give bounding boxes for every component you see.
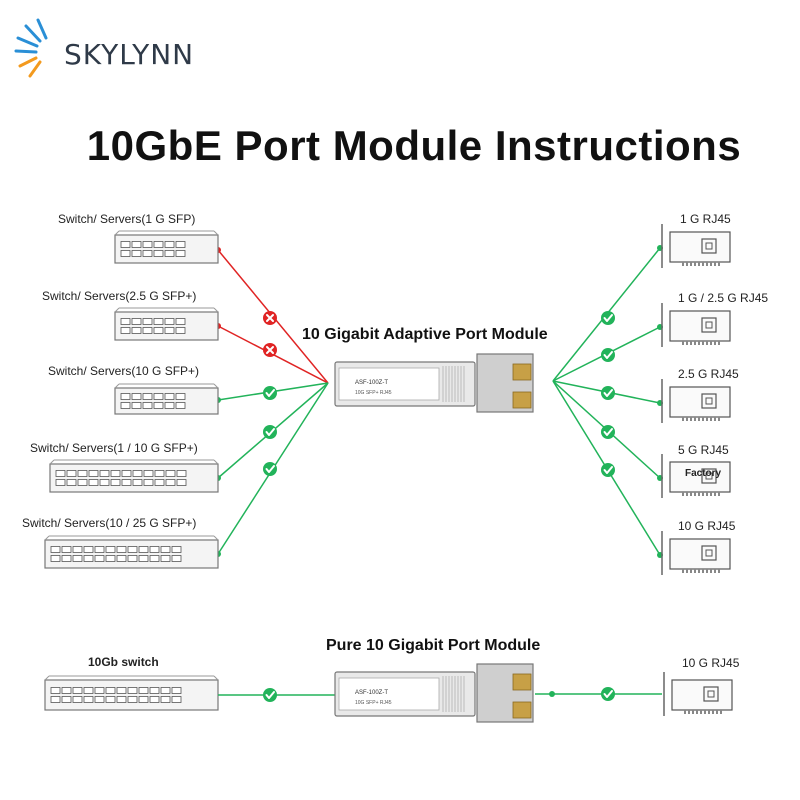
pure-right-label: 10 G RJ45 (682, 656, 740, 670)
check-icon (601, 425, 615, 439)
check-icon (263, 462, 277, 476)
check-icon (601, 386, 615, 400)
right-nic-label-1g: 1 G RJ45 (680, 212, 731, 226)
left-device-label-1g: Switch/ Servers(1 G SFP) (58, 212, 196, 226)
right-nic-card-3 (661, 454, 731, 498)
pure-right-nic-card (663, 672, 733, 716)
left-device-label-10-25g: Switch/ Servers(10 / 25 G SFP+) (22, 516, 197, 530)
right-nic-card-0 (661, 224, 731, 268)
skylynn-logo-icon (14, 18, 48, 78)
left-device-label-2-5g: Switch/ Servers(2.5 G SFP+) (42, 289, 197, 303)
pure-left-label: 10Gb switch (88, 655, 159, 669)
left-device-label-1-10g: Switch/ Servers(1 / 10 G SFP+) (30, 441, 198, 455)
module-sub-text: 10G SFP+ RJ45 (355, 700, 392, 706)
pure-link-dot (549, 691, 555, 697)
brand-name: SKYLYNN (64, 38, 195, 71)
pure-left-switch (44, 675, 219, 711)
right-nic-card-4 (661, 531, 731, 575)
adaptive-module-heading: 10 Gigabit Adaptive Port Module (302, 326, 548, 343)
right-nic-label-1-2-5g: 1 G / 2.5 G RJ45 (678, 291, 769, 305)
right-nic-card-1 (661, 303, 731, 347)
pure-sfp-module: ASF-100Z-T 10G SFP+ RJ45 (334, 663, 534, 723)
check-icon (263, 386, 277, 400)
check-icon (601, 311, 615, 325)
module-sub-text: 10G SFP+ RJ45 (355, 390, 392, 396)
check-icon (263, 688, 277, 702)
check-icon (601, 348, 615, 362)
adaptive-sfp-module: ASF-100Z-T 10G SFP+ RJ45 (334, 353, 534, 413)
right-nic-label-2-5g: 2.5 G RJ45 (678, 367, 739, 381)
left-device-label-10g: Switch/ Servers(10 G SFP+) (48, 364, 200, 378)
left-switch-4 (44, 535, 219, 569)
page-title: 10GbE Port Module Instructions (86, 122, 742, 169)
right-nic-label-5g: 5 G RJ45 (678, 443, 729, 457)
left-switch-3 (49, 459, 219, 493)
check-icon (263, 425, 277, 439)
cross-icon (263, 311, 277, 325)
module-label-text: ASF-100Z-T (355, 690, 388, 696)
factory-card-text: Factory (685, 468, 722, 479)
left-switch-0 (114, 230, 219, 264)
check-icon (601, 463, 615, 477)
cross-icon (263, 343, 277, 357)
left-switch-1 (114, 307, 219, 341)
right-nic-label-10g: 10 G RJ45 (678, 519, 736, 533)
check-icon (601, 687, 615, 701)
right-nic-card-2 (661, 379, 731, 423)
left-switch-2 (114, 383, 219, 415)
module-label-text: ASF-100Z-T (355, 380, 388, 386)
pure-module-heading: Pure 10 Gigabit Port Module (326, 637, 541, 654)
